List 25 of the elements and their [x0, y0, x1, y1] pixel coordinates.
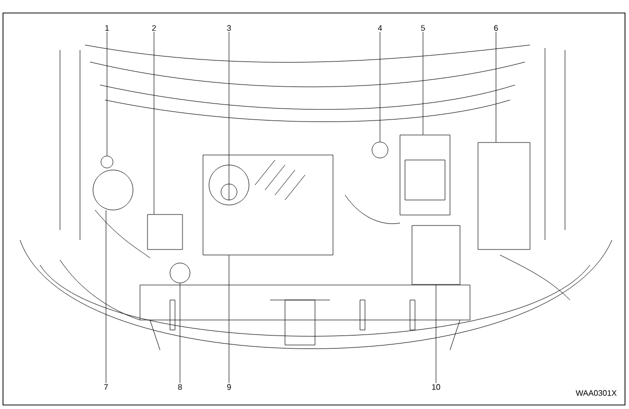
- callout-number: 1: [105, 25, 109, 31]
- leader-line: [228, 32, 230, 200]
- reservoir-drawing: [92, 170, 134, 210]
- callout-number: 9: [227, 384, 231, 390]
- callout-number: 5: [421, 25, 425, 31]
- component-drawing: [400, 134, 450, 216]
- component-drawing: [412, 225, 460, 285]
- callout-number: 4: [378, 25, 382, 31]
- leader-line: [422, 32, 424, 135]
- cap-drawing: [372, 142, 388, 158]
- callout-number: 8: [178, 384, 182, 390]
- cap-drawing: [100, 156, 114, 168]
- figure-code: WAA0301X: [576, 390, 617, 396]
- callout-number: 10: [432, 384, 440, 390]
- component-drawing: [478, 142, 530, 250]
- callout-number: 6: [494, 25, 498, 31]
- filler-cap-drawing: [220, 184, 238, 200]
- leader-line: [228, 255, 230, 384]
- callout-number: 3: [227, 25, 231, 31]
- engine-cover-drawing: [202, 154, 334, 256]
- cap-drawing: [170, 262, 190, 284]
- leader-line: [106, 32, 108, 156]
- callout-number: 7: [104, 384, 108, 390]
- callout-number: 2: [152, 25, 156, 31]
- component-drawing: [147, 214, 183, 250]
